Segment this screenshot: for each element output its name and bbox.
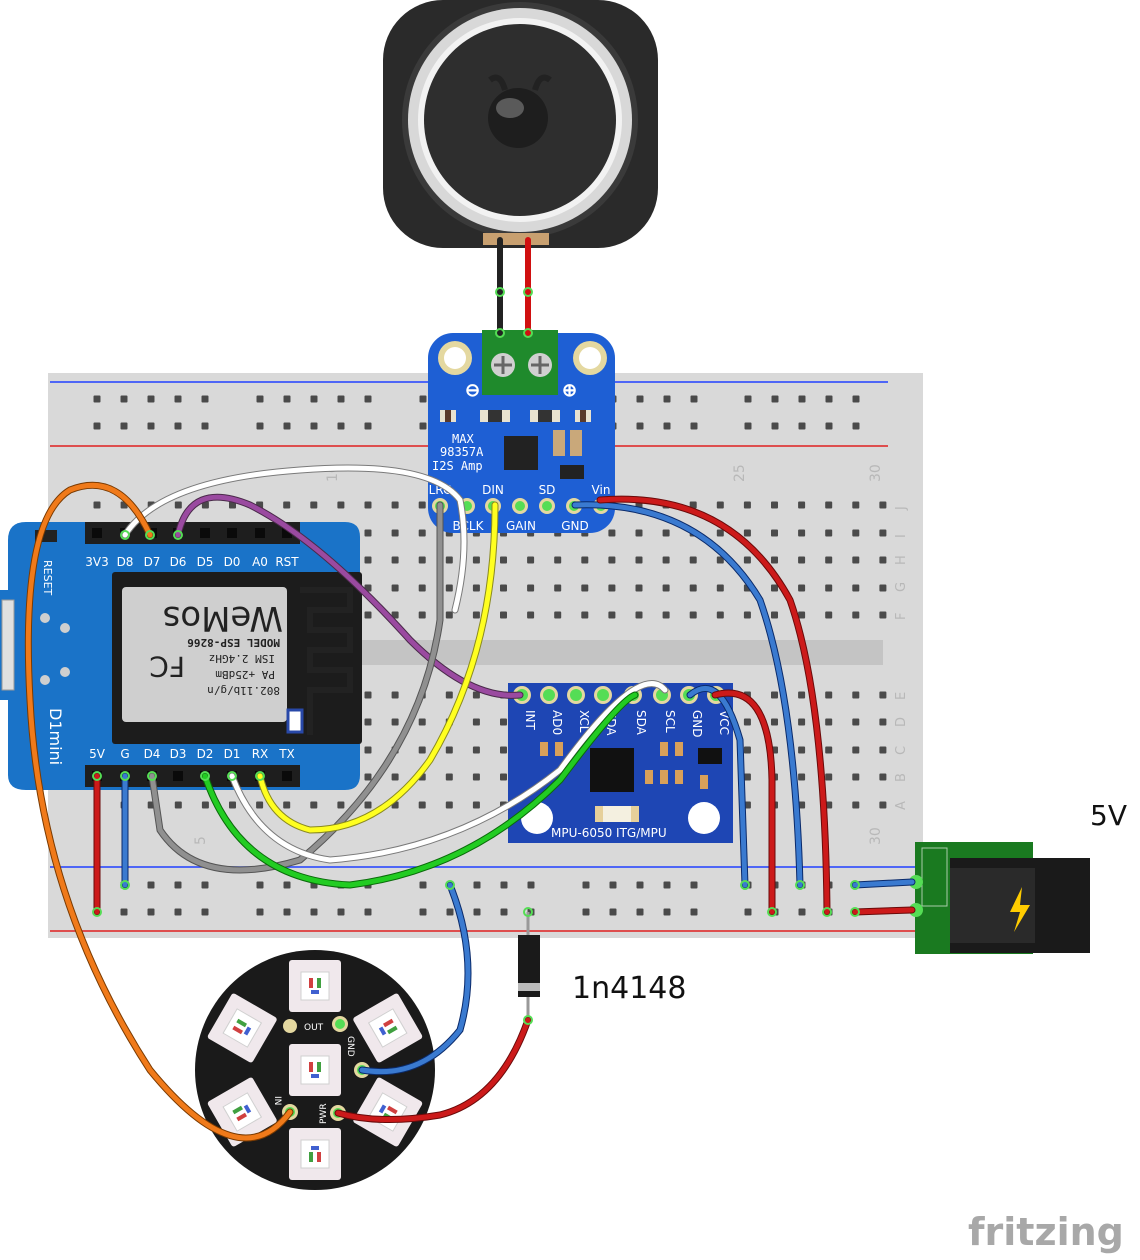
row-letter: C — [894, 746, 909, 755]
jewel-led — [207, 1077, 277, 1147]
wemos-top-pin-label: 3V3 — [85, 555, 108, 569]
wemos-bottom-pin-label: D1 — [224, 747, 241, 761]
wires — [24, 237, 916, 1142]
amp-top-pin-label: DIN — [482, 483, 504, 497]
wemos-bottom-pin-label: RX — [252, 747, 269, 761]
jewel-pin-in: IN — [272, 1096, 282, 1105]
wemos-bottom-pin-label: D2 — [197, 747, 214, 761]
shield-line-2: ISM 2.4GHz — [209, 652, 275, 665]
row-letter: J — [894, 506, 909, 511]
col-number-5: 5 — [193, 836, 209, 845]
col-number-30-bottom: 30 — [868, 827, 884, 845]
row-letter: E — [894, 692, 909, 700]
wemos-top-pin-label: D5 — [197, 555, 214, 569]
diode-1n4148 — [518, 912, 540, 1020]
reset-label: RESET — [41, 560, 54, 596]
supply-voltage-label: 5V — [1090, 799, 1127, 832]
speaker — [383, 0, 658, 248]
jewel-led — [207, 993, 277, 1063]
dc-power-jack — [909, 842, 1090, 954]
wemos-d1-mini: 802.11b/g/n PA +25dBm ISM 2.4GHz MODEL E… — [0, 522, 362, 790]
jewel-led — [353, 993, 423, 1063]
shield-line-4: 802.11b/g/n — [207, 684, 280, 697]
svg-text:⊕: ⊕ — [562, 380, 577, 400]
wemos-bottom-pin-label: D4 — [144, 747, 161, 761]
row-letter: I — [894, 534, 909, 538]
fcc-mark: FC — [149, 650, 185, 683]
amp-top-pin-label: Vin — [592, 483, 611, 497]
amp-bottom-pin-label: GND — [561, 519, 589, 533]
wemos-top-pin-label: D6 — [170, 555, 187, 569]
row-letter: H — [894, 555, 909, 565]
row-letter: A — [894, 801, 909, 810]
mpu-pin-label: XCL — [577, 710, 591, 733]
board-name: D1mini — [46, 708, 65, 765]
wemos-bottom-pin-label: 5V — [89, 747, 106, 761]
jewel-pin-pwr: PWR — [319, 1103, 329, 1124]
mpu-name: MPU-6050 ITG/MPU — [551, 826, 667, 840]
wemos-bottom-pin-label: TX — [278, 747, 295, 761]
mpu-pin-label: AD0 — [550, 710, 564, 735]
amp-title-1: MAX — [452, 432, 474, 446]
amp-bottom-pin-label: BCLK — [453, 519, 485, 533]
wemos-top-pin-label: D7 — [144, 555, 161, 569]
shield-line-3: PA +25dBm — [215, 668, 275, 681]
mpu-pin-label: GND — [690, 710, 704, 738]
wemos-top-pin-label: A0 — [252, 555, 268, 569]
fritzing-watermark: fritzing — [968, 1210, 1124, 1254]
amp-title-2: 98357A — [440, 445, 484, 459]
row-letter: B — [894, 773, 909, 782]
shield-line-1: MODEL ESP-8266 — [187, 636, 280, 649]
amp-top-pin-label: SD — [539, 483, 556, 497]
mpu-pin-label: VCC — [717, 710, 731, 735]
mpu-pin-label: SCL — [663, 710, 677, 733]
mpu-pin-label: INT — [523, 710, 537, 731]
wemos-brand: WeMos — [163, 598, 283, 638]
power-bolt-icon — [1010, 887, 1030, 932]
amp-title-3: I2S Amp — [432, 459, 483, 473]
jewel-led — [289, 960, 341, 1012]
wemos-bottom-pin-label: G — [120, 747, 129, 761]
wemos-top-pin-label: D8 — [117, 555, 134, 569]
svg-text:⊖: ⊖ — [465, 380, 480, 400]
wemos-bottom-pin-label: D3 — [170, 747, 187, 761]
jewel-pin-out: OUT — [304, 1023, 324, 1033]
col-number-30: 30 — [868, 464, 884, 482]
jewel-led — [289, 1044, 341, 1096]
diode-label: 1n4148 — [572, 971, 686, 1006]
row-letter: D — [894, 717, 909, 727]
neopixel-jewel: OUT GND IN PWR — [195, 950, 435, 1190]
wemos-top-pin-label: D0 — [224, 555, 241, 569]
wemos-top-pin-label: RST — [275, 555, 299, 569]
row-letter: G — [894, 582, 909, 592]
jewel-pin-gnd: GND — [345, 1036, 355, 1057]
mpu-pin-label: SDA — [634, 710, 648, 736]
row-letter: F — [894, 613, 909, 620]
col-number-25: 25 — [732, 464, 748, 482]
jewel-led — [289, 1128, 341, 1180]
amp-bottom-pin-label: GAIN — [506, 519, 536, 533]
